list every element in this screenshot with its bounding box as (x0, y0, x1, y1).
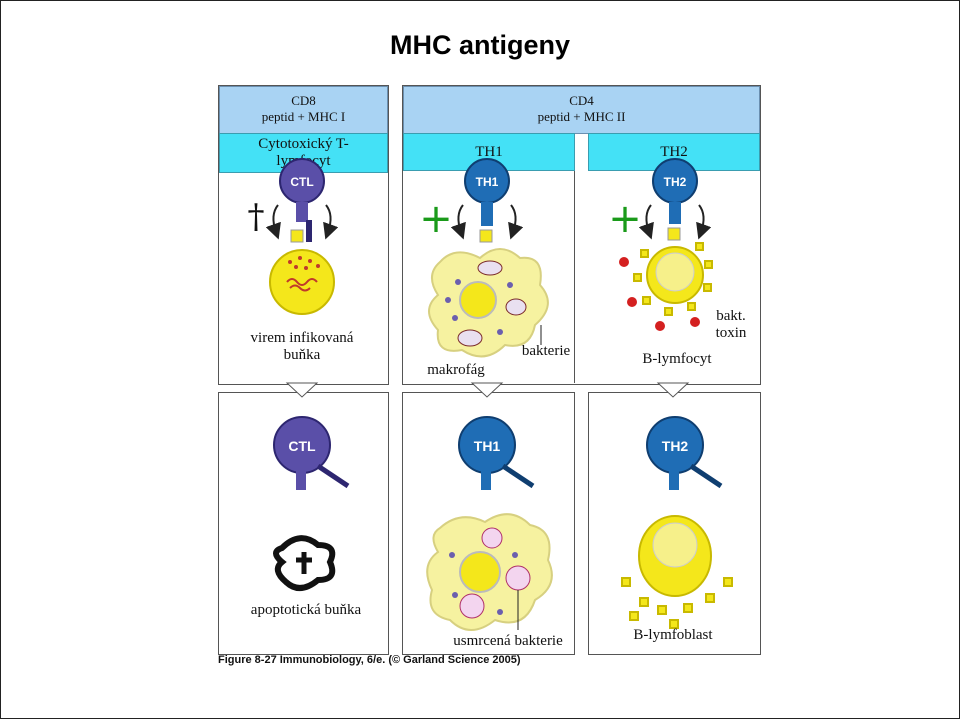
mhc2-label: peptid + MHC II (537, 109, 626, 124)
th2-cell-top-label: TH2 (664, 175, 687, 189)
ctl-cell-bottom: CTL (273, 416, 350, 490)
th1-header: TH1 (403, 133, 575, 171)
macrophage-icon (428, 248, 549, 358)
killed-bacteria-label: usmrcená bakterie (453, 633, 563, 649)
apoptotic-label: apoptotická buňka (250, 602, 362, 618)
mhc1-label: peptid + MHC I (261, 109, 346, 124)
th2-cell-bottom: TH2 (646, 416, 723, 490)
panel-th1-top-divider (574, 133, 575, 383)
cd4-header: CD4 peptid + MHC II (403, 86, 760, 134)
down-arrow-ctl (285, 382, 319, 398)
figure-credit: Figure 8-27 Immunobiology, 6/e. (© Garla… (218, 654, 521, 666)
th1-cell-bottom: TH1 (458, 416, 535, 490)
apoptotic-cell-icon (273, 535, 336, 591)
bacteria-label: bakterie (521, 343, 571, 359)
th1-cell-bottom-label: TH1 (474, 438, 501, 454)
down-arrow-th1 (470, 382, 504, 398)
ctl-cell-bottom-label: CTL (288, 438, 316, 454)
ctl-cell-top-label: CTL (290, 175, 313, 189)
th1-cell-top-label: TH1 (476, 175, 499, 189)
infected-cell-icon (269, 249, 335, 315)
b-lymphoblast-icon (621, 515, 733, 629)
th1-cell-top: TH1 (450, 158, 524, 243)
ctl-cell-top: CTL (265, 158, 339, 243)
th1-header-label: TH1 (475, 144, 503, 160)
cd8-label: CD8 (291, 93, 316, 108)
cd4-label: CD4 (569, 93, 594, 108)
toxin-label: bakt. toxin (715, 308, 747, 341)
page-title: MHC antigeny (389, 30, 570, 60)
b-lymphoblast-label: B-lymfoblast (633, 627, 713, 643)
th2-cell-bottom-label: TH2 (662, 438, 689, 454)
th2-cell-top: TH2 (638, 158, 712, 241)
infected-cell-label: virem infikovaná buňka (250, 330, 354, 363)
b-lymphocyte-icon (619, 242, 713, 331)
plus-icon-th2: + (608, 196, 642, 242)
macrophage-label: makrofág (427, 362, 485, 378)
dagger-icon: † (248, 197, 265, 237)
activated-macrophage-icon (426, 513, 553, 631)
cd8-header: CD8 peptid + MHC I (219, 86, 388, 134)
plus-icon-th1: + (419, 196, 453, 242)
th2-header-label: TH2 (660, 144, 688, 160)
b-lymphocyte-label: B-lymfocyt (642, 351, 712, 367)
down-arrow-th2 (656, 382, 690, 398)
